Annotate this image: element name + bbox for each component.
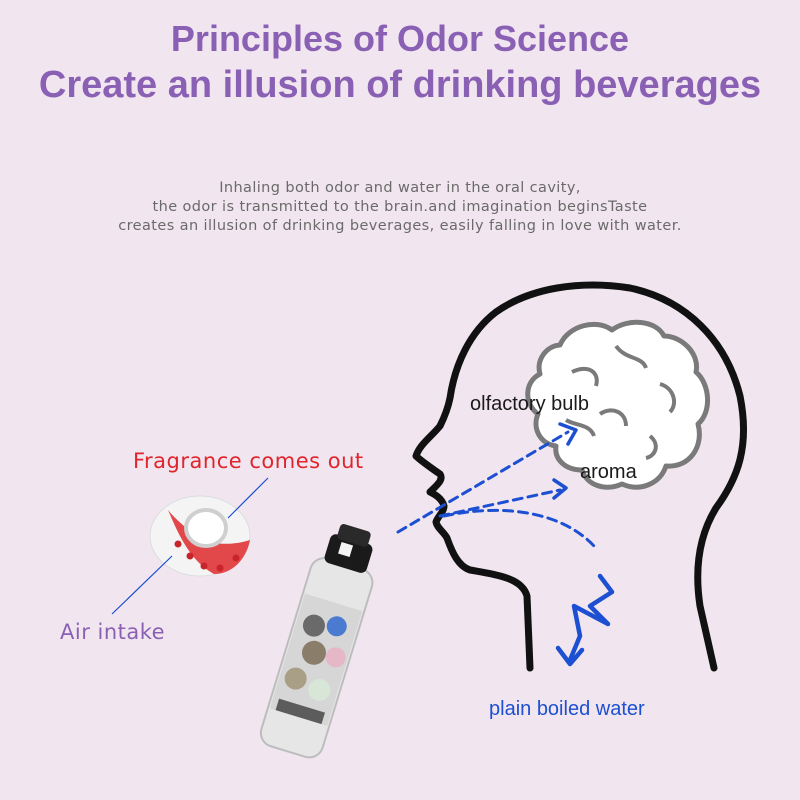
description-line-3: creates an illusion of drinking beverage… — [118, 218, 682, 234]
fragrance-leader-line — [227, 477, 269, 519]
brain-icon — [525, 319, 711, 490]
plain-water-label: plain boiled water — [489, 698, 645, 720]
water-bottle-icon — [259, 524, 374, 759]
description-line-2: the odor is transmitted to the brain.and… — [152, 199, 648, 215]
air-intake-label: Air intake — [60, 620, 166, 644]
page-subtitle: Create an illusion of drinking beverages — [38, 64, 762, 106]
fragrance-ring-icon — [149, 495, 251, 577]
olfactory-bulb-label: olfactory bulb — [470, 393, 589, 415]
head-outline-icon — [412, 281, 748, 672]
page-title: Principles of Odor Science — [170, 18, 630, 59]
arrow-heads — [552, 422, 578, 500]
aroma-label: aroma — [580, 461, 637, 483]
water-flow-arrow — [555, 573, 615, 667]
description-line-1: Inhaling both odor and water in the oral… — [219, 180, 581, 196]
aroma-arrows — [396, 430, 596, 548]
air-intake-leader-line — [111, 555, 173, 615]
fragrance-label: Fragrance comes out — [133, 449, 364, 473]
